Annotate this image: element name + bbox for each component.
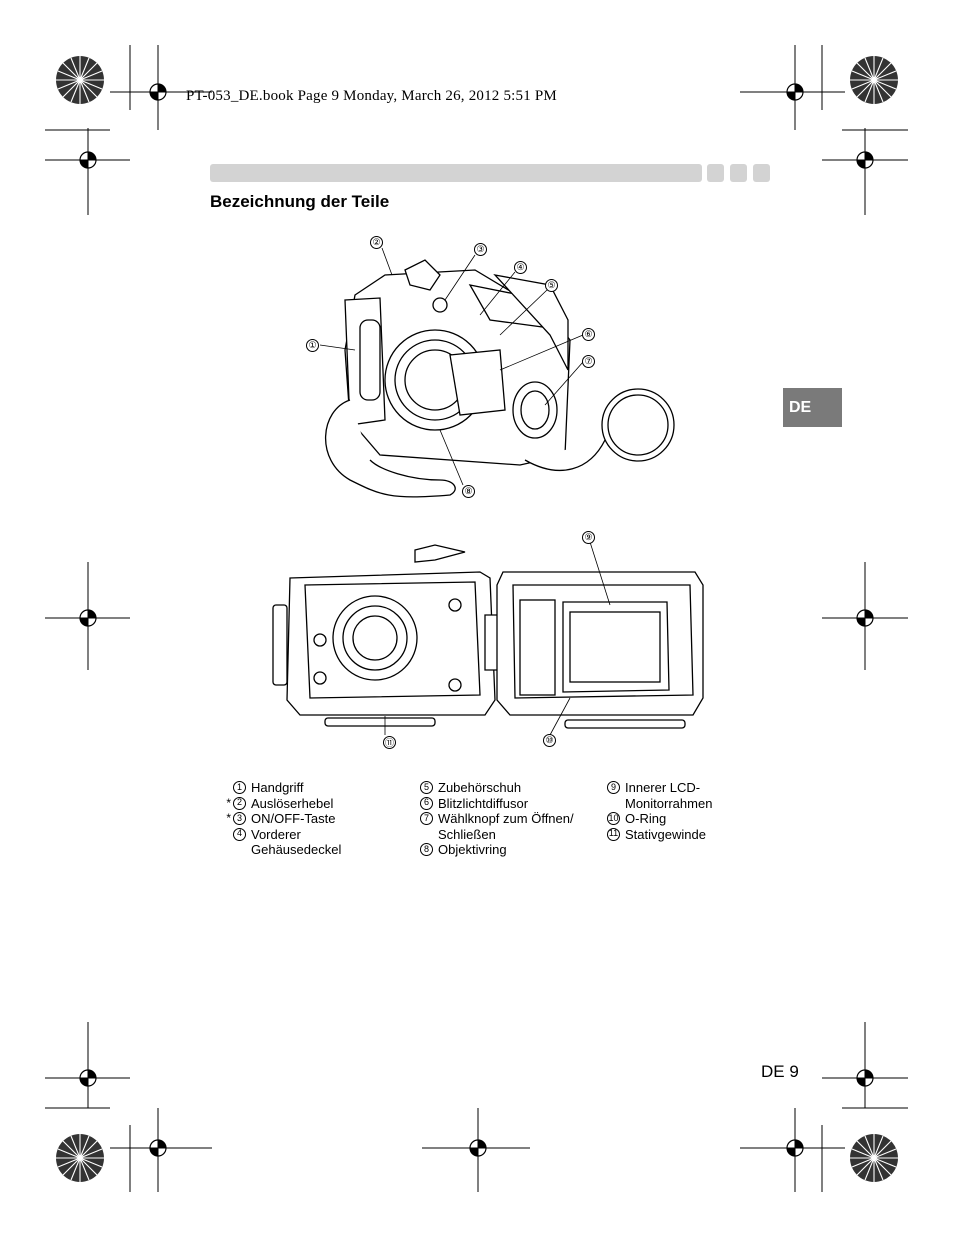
legend-column-3: 9 Innerer LCD- Monitorrahmen 10 O-Ring 11 S… [598, 780, 712, 842]
legend-text: Innerer LCD- Monitorrahmen [625, 780, 713, 811]
legend-text: Wählknopf zum Öffnen/ Schließen [438, 811, 574, 842]
legend-text: Zubehörschuh [438, 780, 522, 795]
legend-item: *3 ON/OFF-Taste [224, 811, 341, 827]
legend-item: 6 Blitzlichtdiffusor [411, 796, 574, 812]
section-bar-block [753, 164, 770, 182]
book-header-line: PT-053_DE.book Page 9 Monday, March 26, … [186, 88, 557, 104]
legend-text: Stativgewinde [625, 826, 706, 842]
callout-10: ⑩ [543, 734, 556, 747]
legend-number: 6 [420, 796, 433, 810]
legend-number: 5 [420, 781, 433, 794]
legend-item: 9 Innerer LCD- Monitorrahmen [598, 780, 712, 811]
legend-number: 8 [420, 843, 433, 856]
legend-star: * [226, 811, 231, 825]
legend-text: Objektivring [438, 842, 507, 857]
callout-11: ⑪ [383, 736, 396, 749]
section-bar-long [210, 164, 702, 182]
legend-text: Vorderer Gehäusedeckel [251, 826, 342, 858]
legend-item: 5 Zubehörschuh [411, 780, 574, 796]
callout-2: ② [370, 236, 383, 249]
legend-text: Auslöserhebel [251, 795, 334, 811]
housing-front-illustration [319, 247, 675, 498]
legend-item: 4 Vorderer Gehäusedeckel [224, 827, 341, 858]
callout-1: ① [306, 339, 319, 352]
legend-number: 10 [607, 812, 620, 825]
callout-6: ⑥ [582, 328, 595, 341]
legend-star: * [226, 795, 231, 810]
legend-number: 11 [607, 827, 620, 841]
callout-4: ④ [514, 261, 527, 274]
legend-item: *2 Auslöserhebel [224, 796, 341, 812]
legend-item: 10 O-Ring [598, 811, 712, 827]
legend-text: Handgriff [251, 780, 304, 795]
callout-3: ③ [474, 243, 487, 256]
page-number: DE 9 [761, 1062, 799, 1081]
legend-column-2: 5 Zubehörschuh 6 Blitzlichtdiffusor 7 Wählk… [411, 780, 574, 858]
language-tab: DE [783, 388, 842, 427]
legend-text: Blitzlichtdiffusor [438, 795, 529, 811]
legend-number: 4 [233, 827, 246, 841]
legend-item: 7 Wählknopf zum Öffnen/ Schließen [411, 811, 574, 842]
callout-9: ⑨ [582, 531, 595, 544]
legend-item: 1 Handgriff [224, 780, 341, 796]
legend-number: 2 [233, 796, 246, 810]
legend-number: 3 [233, 812, 246, 825]
legend-number: 7 [420, 812, 433, 825]
legend-number: 1 [233, 781, 246, 794]
section-bar-block [730, 164, 747, 182]
callout-5: ⑤ [545, 279, 558, 292]
callout-7: ⑦ [582, 355, 595, 368]
callout-8: ⑧ [462, 485, 475, 498]
housing-open-illustration [272, 541, 704, 736]
legend-number: 9 [607, 781, 620, 794]
legend-item: 11 Stativgewinde [598, 827, 712, 843]
legend-text: O-Ring [625, 811, 667, 826]
legend-item: 8 Objektivring [411, 842, 574, 858]
legend-text: ON/OFF-Taste [251, 811, 336, 826]
legend-column-1: 1 Handgriff *2 Auslöserhebel *3 ON/OFF-Tast… [224, 780, 341, 858]
section-bar-block [707, 164, 724, 182]
section-title: Bezeichnung der Teile [210, 192, 390, 211]
